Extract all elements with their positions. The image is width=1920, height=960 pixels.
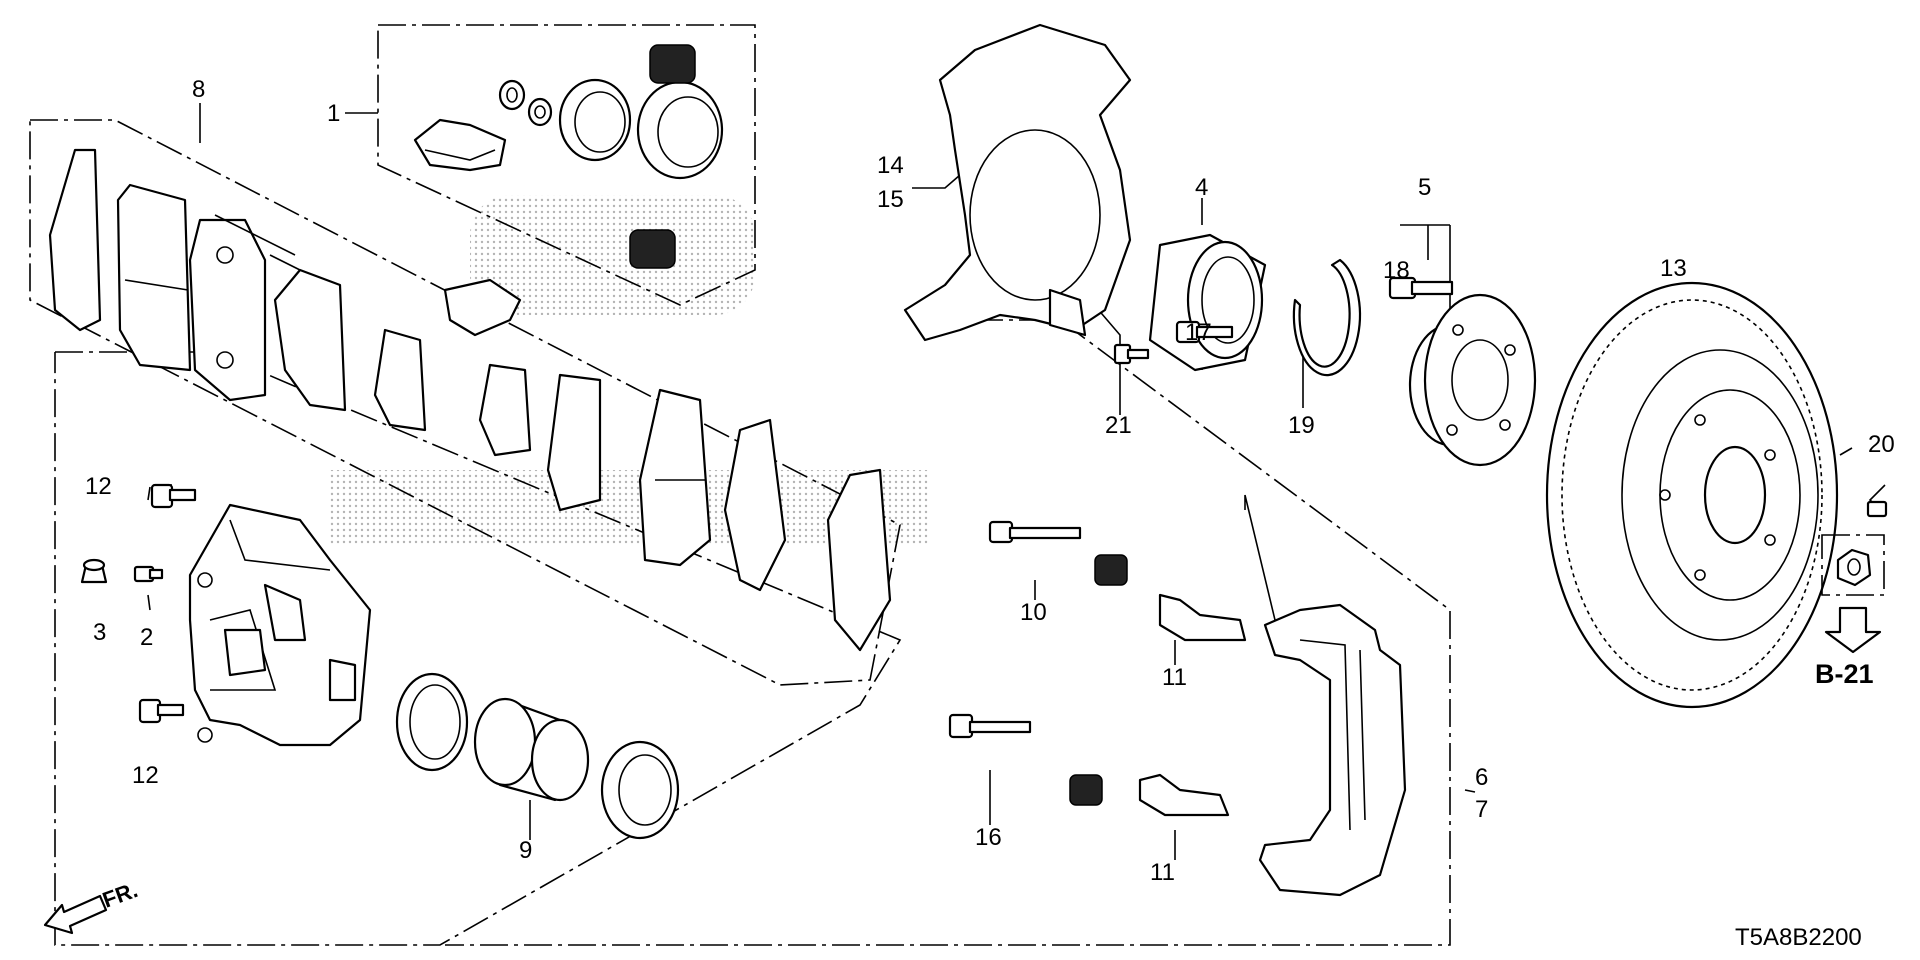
front-arrow-icon [43, 894, 108, 935]
label-17: 17 [1185, 319, 1212, 346]
brake-disc [1545, 281, 1888, 709]
caliper-seal-kit [413, 44, 724, 269]
label-14: 14 [877, 152, 904, 179]
label-3: 3 [93, 619, 106, 646]
caliper-bolts [80, 483, 197, 724]
callout-labels: 1 8 14 15 4 5 18 13 21 17 19 20 12 3 2 1… [85, 76, 1895, 951]
snap-ring [1292, 258, 1362, 377]
reference-label: B-21 [1815, 659, 1874, 689]
label-9: 9 [519, 837, 532, 864]
caliper-body [188, 503, 372, 747]
label-19: 19 [1288, 412, 1315, 439]
label-18: 18 [1383, 257, 1410, 284]
label-11-bottom: 11 [1150, 859, 1175, 886]
label-20: 20 [1868, 431, 1895, 458]
label-1: 1 [327, 100, 340, 127]
caliper-piston [395, 672, 680, 840]
wheel-bearing [1148, 233, 1267, 372]
label-6: 6 [1475, 764, 1488, 791]
brake-pad-set [48, 148, 892, 652]
label-11-top: 11 [1162, 664, 1187, 691]
splash-shield [903, 23, 1150, 365]
label-8: 8 [192, 76, 205, 103]
label-5: 5 [1418, 174, 1431, 201]
label-16: 16 [975, 824, 1002, 851]
label-12-top: 12 [85, 473, 112, 500]
drawing-code: T5A8B2200 [1735, 924, 1862, 951]
wheel-hub [1388, 276, 1537, 467]
reference-arrow [1824, 606, 1882, 654]
label-21: 21 [1105, 412, 1132, 439]
front-label: FR. [99, 877, 141, 913]
front-direction-indicator: FR. [43, 877, 141, 935]
label-2: 2 [140, 624, 153, 651]
label-4: 4 [1195, 174, 1208, 201]
label-7: 7 [1475, 796, 1488, 823]
hub-nut [1821, 534, 1885, 596]
label-15: 15 [877, 186, 904, 213]
caliper-bracket-hardware [948, 320, 1407, 897]
label-10: 10 [1020, 599, 1047, 626]
label-13: 13 [1660, 255, 1687, 282]
label-12-bottom: 12 [132, 762, 159, 789]
